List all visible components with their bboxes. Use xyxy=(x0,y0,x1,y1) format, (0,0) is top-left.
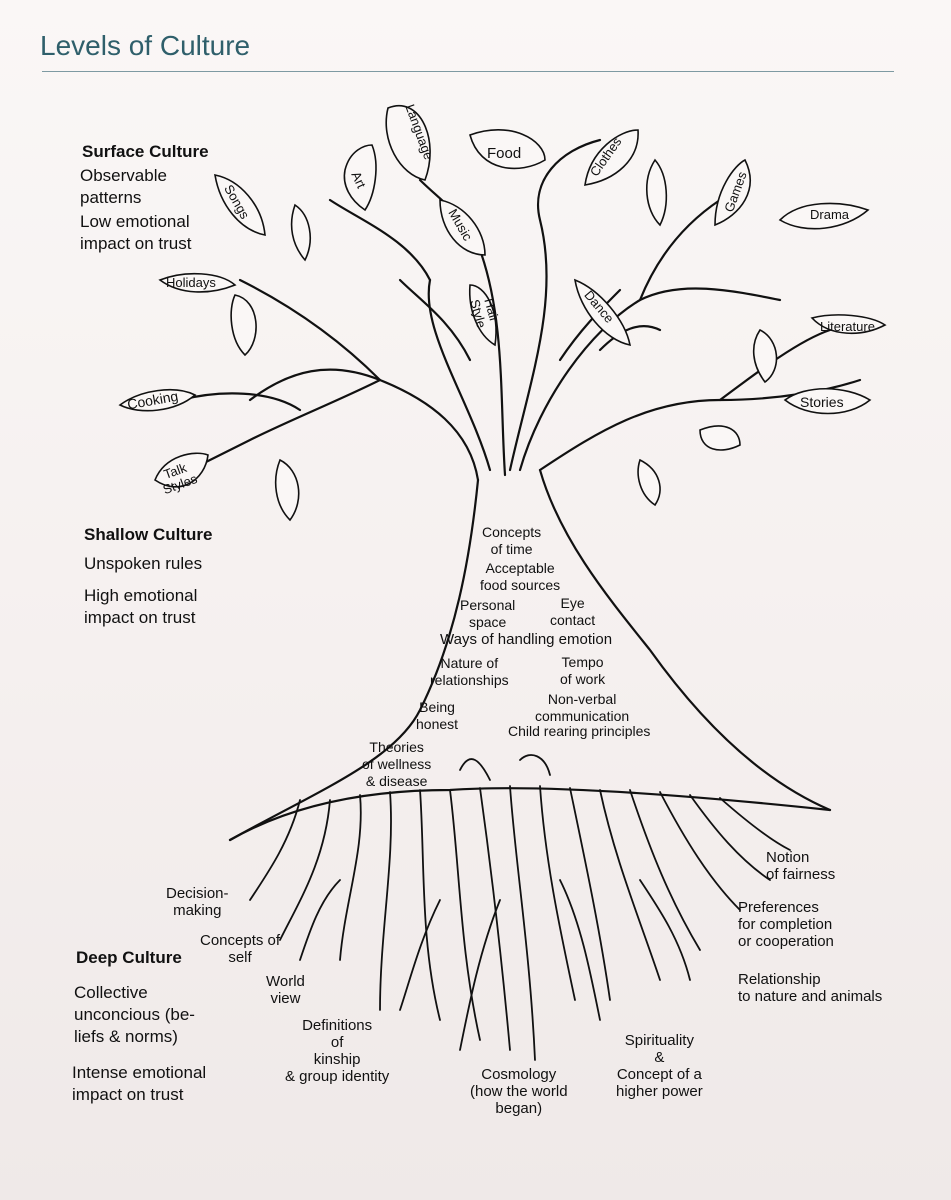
ground-line xyxy=(228,787,832,842)
shallow-culture-desc-1: Unspoken rules xyxy=(84,554,203,573)
leaf-shape xyxy=(637,458,661,507)
root-label-definitions-of-kinship: Definitions of kinship & group identity xyxy=(285,1017,390,1085)
trunk-label-concepts-of-time: Concepts of time xyxy=(482,524,542,557)
leaf-shape xyxy=(343,144,377,212)
leaf-shape xyxy=(645,158,668,227)
leaf-shape xyxy=(468,284,497,347)
trunk-label-acceptable-food-sources: Acceptable food sources xyxy=(480,560,561,593)
leaf-shape xyxy=(290,203,311,262)
leaf-shape xyxy=(214,173,266,236)
root-label-world-view: World view xyxy=(266,973,305,1007)
surface-culture-heading: Surface Culture xyxy=(82,142,209,161)
leaf-shape xyxy=(584,129,639,186)
trunk-label-theories-of-wellness: Theories of wellness & disease xyxy=(362,739,432,789)
trunk-left-edge xyxy=(228,478,480,842)
leaf-shape xyxy=(778,202,870,230)
root-label-concepts-of-self: Concepts of self xyxy=(200,932,281,966)
root-label-relationship-to-nature: Relationship to nature and animals xyxy=(738,971,883,1005)
root-label-preferences-completion: Preferences for completion or cooperatio… xyxy=(738,899,834,950)
leaf-shape xyxy=(439,199,486,256)
leaf-shape xyxy=(385,105,431,181)
trunk-label-non-verbal-communication: Non-verbal communication xyxy=(535,691,630,724)
trunk-label-personal-space: Personal space xyxy=(460,597,516,630)
leaf-shape xyxy=(699,425,741,451)
leaf-shape xyxy=(274,458,300,522)
trunk-label-handling-emotion: Ways of handling emotion xyxy=(440,631,613,648)
root-label-cosmology: Cosmology (how the world began) xyxy=(470,1066,568,1117)
leaf-shape xyxy=(783,387,872,415)
title-divider xyxy=(42,71,894,72)
trunk-label-being-honest: Being honest xyxy=(416,699,459,732)
trunk-right-edge xyxy=(538,468,832,812)
root-label-spirituality: Spirituality & Concept of a higher power xyxy=(616,1032,703,1100)
leaf-label-literature: Literature xyxy=(820,319,875,334)
trunk-label-child-rearing: Child rearing principles xyxy=(508,723,651,739)
shallow-culture-desc-2: High emotional impact on trust xyxy=(84,586,198,627)
deep-culture-desc-2: Intense emotional impact on trust xyxy=(72,1063,207,1104)
leaf-shape xyxy=(573,278,632,347)
trunk-label-nature-of-relationships: Nature of relationships xyxy=(430,655,509,688)
leaf-shape xyxy=(118,389,197,412)
leaf-shape xyxy=(154,452,209,488)
leaf-label-drama: Drama xyxy=(810,207,850,222)
surface-culture-desc-1: Observable patterns xyxy=(80,166,167,207)
page-title: Levels of Culture xyxy=(40,30,251,61)
trunk-label-tempo-of-work: Tempo of work xyxy=(560,654,606,687)
root-label-notion-of-fairness: Notion of fairness xyxy=(766,849,836,883)
leaf-shape xyxy=(469,129,546,170)
leaf-label-stories: Stories xyxy=(800,394,844,410)
trunk-label-eye-contact: Eye contact xyxy=(550,595,596,628)
leaf-label-holidays: Holidays xyxy=(166,275,216,290)
root-label-decision-making: Decision- making xyxy=(166,885,229,919)
deep-culture-heading: Deep Culture xyxy=(76,948,182,967)
surface-culture-desc-2: Low emotional impact on trust xyxy=(80,212,192,253)
leaf-shape xyxy=(810,314,887,334)
leaf-shape xyxy=(714,158,751,227)
leaf-shape xyxy=(158,272,237,293)
leaf-label-food: Food xyxy=(487,145,522,162)
shallow-culture-heading: Shallow Culture xyxy=(84,525,213,544)
leaf-shape xyxy=(230,294,257,357)
leaf-shape xyxy=(752,328,778,384)
deep-culture-desc-1: Collective unconcious (be- liefs & norms… xyxy=(74,983,195,1046)
